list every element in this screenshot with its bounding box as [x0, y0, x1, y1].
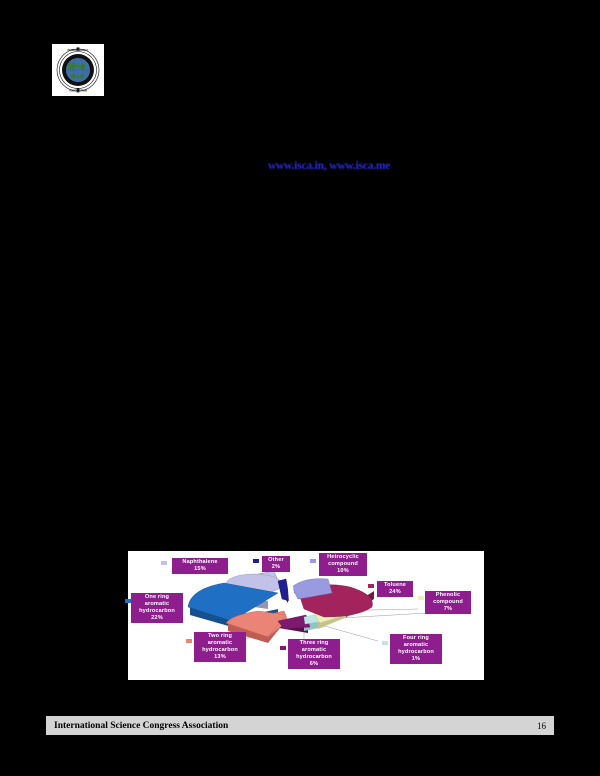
journal-url-text: www.isca.in, www.isca.me	[267, 160, 391, 172]
callout-four-ring-value: 1%	[411, 656, 421, 662]
callout-one-ring: One ring aromatic hydrocarbon 22%	[131, 593, 183, 623]
organization-logo: INTERNATIONAL ASSOCIATION	[52, 44, 104, 96]
legend-swatch-other	[253, 559, 259, 563]
callout-four-ring-line3: hydrocarbon	[398, 649, 434, 655]
callout-phenolic: Phenolic compound 7%	[425, 591, 471, 614]
callout-hetrocyclic-value: 10%	[337, 568, 349, 574]
callout-toluene-value: 24%	[389, 589, 401, 595]
callout-phenolic-line2: compound	[433, 599, 463, 605]
callout-phenolic-value: 7%	[443, 606, 453, 612]
callout-toluene-line1: Toluene	[383, 582, 407, 588]
callout-naphthalene-line1: Naphthalene	[182, 559, 218, 565]
callout-two-ring: Two ring aromatic hydrocarbon 13%	[194, 632, 246, 662]
callout-one-ring-line3: hydrocarbon	[139, 608, 175, 614]
callout-toluene: Toluene 24%	[377, 581, 413, 597]
callout-hetrocyclic-line1: Hetrocyclic	[327, 554, 359, 560]
callout-two-ring-line3: hydrocarbon	[202, 647, 238, 653]
pie-slice-one-ring	[187, 582, 279, 622]
callout-other: Other 2%	[262, 556, 290, 572]
footer-page-number: 16	[537, 720, 546, 731]
legend-swatch-three-ring	[280, 646, 286, 650]
legend-swatch-two-ring	[186, 639, 192, 643]
pie-slice-two-ring-b	[225, 610, 287, 638]
page-footer: International Science Congress Associati…	[46, 716, 554, 735]
callout-two-ring-line2: aromatic	[207, 640, 233, 646]
callout-one-ring-line2: aromatic	[144, 601, 170, 607]
pie-slice-hetrocyclic-b	[291, 578, 333, 600]
pie-chart-canvas	[187, 570, 429, 643]
callout-naphthalene: Naphthalene 15%	[172, 558, 228, 574]
slice-depth-two-ring	[228, 623, 268, 643]
callout-two-ring-value: 13%	[214, 654, 226, 660]
callout-three-ring-line1: Three ring	[299, 640, 329, 646]
pie-slice-three-ring	[277, 614, 311, 630]
legend-swatch-four-ring	[382, 641, 388, 645]
legend-swatch-hetrocyclic	[310, 559, 316, 563]
callout-one-ring-line1: One ring	[144, 594, 170, 600]
callout-other-line1: Other	[268, 557, 284, 563]
legend-swatch-one-ring	[125, 599, 131, 603]
callout-two-ring-line1: Two ring	[207, 633, 233, 639]
globe-emblem-icon: INTERNATIONAL ASSOCIATION	[56, 47, 100, 93]
callout-three-ring: Three ring aromatic hydrocarbon 6%	[288, 639, 340, 669]
legend-swatch-toluene	[368, 584, 374, 588]
callout-phenolic-line1: Phenolic	[435, 592, 461, 598]
callout-three-ring-line2: aromatic	[301, 647, 327, 653]
callout-four-ring-line1: Four ring	[403, 635, 429, 641]
slice-depth-one-ring	[190, 607, 232, 627]
callout-hetrocyclic-line2: compound	[328, 561, 358, 567]
callout-three-ring-value: 6%	[309, 661, 319, 667]
callout-one-ring-value: 22%	[151, 615, 163, 621]
callout-three-ring-line3: hydrocarbon	[296, 654, 332, 660]
callout-other-value: 2%	[271, 564, 281, 570]
callout-naphthalene-value: 15%	[194, 566, 206, 572]
footer-organization-name: International Science Congress Associati…	[54, 720, 229, 731]
pie-chart-figure: Naphthalene 15% Other 2% Hetrocyclic com…	[125, 551, 484, 680]
pie-explode-gap	[287, 577, 295, 603]
callout-hetrocyclic: Hetrocyclic compound 10%	[319, 553, 367, 576]
callout-four-ring-line2: aromatic	[403, 642, 429, 648]
legend-swatch-naphthalene	[161, 561, 167, 565]
callout-four-ring: Four ring aromatic hydrocarbon 1%	[390, 634, 442, 664]
legend-swatch-phenolic	[418, 596, 424, 600]
